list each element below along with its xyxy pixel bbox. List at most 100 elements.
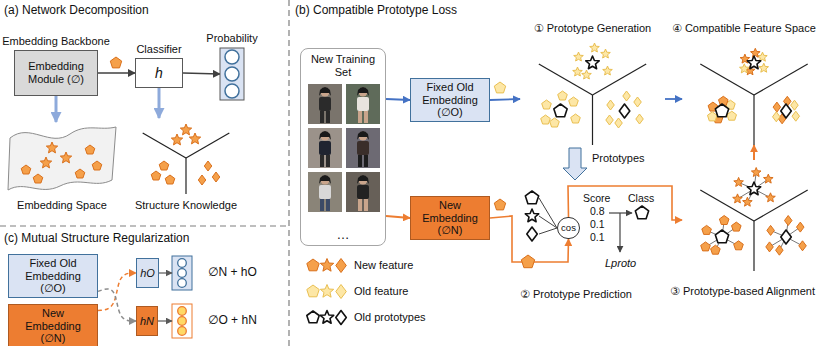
new-embedding-box: New Embedding (∅N) — [8, 304, 98, 346]
new-embedding-box: New Embedding (∅N) — [410, 196, 490, 240]
pentagon-symbol — [21, 165, 31, 174]
photo-leg — [358, 155, 362, 167]
pentagon-symbol — [307, 311, 319, 323]
photo-hair — [319, 87, 331, 96]
diamond-symbol — [615, 118, 623, 128]
probability-circle — [178, 317, 187, 326]
photo-torso — [357, 97, 369, 111]
score-value: 0.1 — [590, 218, 605, 231]
legend-label: Old prototypes — [354, 311, 426, 324]
node-heading: Classifier — [136, 43, 181, 56]
boundary-line — [700, 190, 754, 221]
photo-leg — [320, 199, 324, 211]
pentagon-symbol — [715, 230, 728, 243]
connector-arrow — [183, 73, 220, 74]
pentagon-symbol — [494, 199, 505, 210]
star-symbol — [743, 197, 753, 206]
pentagon-symbol — [554, 104, 567, 117]
photo-hair — [357, 175, 369, 184]
connector-arrow — [665, 98, 682, 100]
pentagon-symbol — [525, 191, 538, 204]
arrow-label: Prototypes — [592, 152, 645, 165]
diamond-symbol — [607, 100, 615, 110]
star-symbol — [180, 124, 191, 135]
star-symbol — [525, 209, 538, 222]
diamond-symbol — [198, 175, 206, 185]
node-caption: Structure Knowledge — [135, 199, 237, 212]
boundary-line — [753, 95, 754, 145]
probability-circle — [225, 50, 239, 64]
star-symbol — [734, 177, 744, 186]
node-heading: ④ Compatible Feature Space — [672, 22, 816, 35]
pentagon-symbol — [734, 241, 744, 250]
photo-background — [346, 84, 380, 124]
embedding-module-box: Embedding BackboneEmbedding Module (∅) — [14, 50, 98, 96]
star-symbol — [733, 194, 743, 203]
photo-background — [308, 84, 342, 124]
photo-leg — [358, 199, 362, 211]
step-label: ② Prototype Prediction — [520, 288, 632, 301]
probability-circle — [178, 327, 187, 336]
pentagon-symbol — [307, 285, 319, 297]
probability-column — [220, 48, 244, 100]
photo-background — [308, 172, 342, 212]
node-label: New Embedding (∅N) — [13, 307, 93, 345]
star-symbol — [320, 259, 333, 272]
probability-circle — [225, 67, 239, 81]
probability-output: Probability — [220, 48, 244, 100]
block-arrow — [563, 148, 587, 180]
diamond-symbol — [799, 241, 807, 251]
formula-label: ∅O + hN — [208, 313, 257, 327]
photo-leg — [364, 199, 368, 211]
node-label: hO — [140, 267, 155, 280]
connector-arrow — [98, 72, 135, 73]
diamond-symbol — [781, 230, 792, 244]
connector-arrow — [753, 145, 755, 160]
diamond-symbol — [527, 227, 538, 241]
connector-arrow — [568, 186, 682, 220]
photo-leg — [320, 111, 324, 123]
star-symbol — [751, 168, 761, 177]
similarity-line — [539, 228, 557, 234]
formula-label: ∅N + hO — [208, 265, 257, 279]
connector-arrow — [490, 216, 569, 262]
structure-knowledge-figure: Structure Knowledge — [132, 118, 240, 196]
diamond-symbol — [767, 225, 775, 235]
node-label: hN — [140, 315, 154, 328]
feature-space-plot: ① Prototype Generation — [520, 38, 665, 145]
photo-hair — [357, 87, 369, 96]
photo-leg — [364, 155, 368, 167]
pentagon-symbol — [569, 97, 579, 106]
legend-label: Old feature — [354, 285, 408, 298]
boundary-line — [593, 64, 647, 95]
pentagon-symbol — [110, 57, 121, 68]
training-set-panel: New Training Set… — [300, 48, 386, 246]
pentagon-symbol — [85, 145, 95, 154]
node-label: Embedding Module (∅) — [19, 60, 93, 85]
loss-arrow — [619, 213, 620, 252]
photo-torso — [319, 141, 331, 155]
output-arrow — [158, 320, 172, 321]
cosine-node: cos — [557, 217, 580, 239]
boundary-line — [592, 95, 593, 145]
photo-hair — [357, 131, 369, 140]
star-symbol — [574, 52, 584, 61]
pentagon-symbol — [711, 245, 721, 254]
boundary-line — [753, 221, 754, 271]
person-photo — [346, 84, 380, 124]
connector-arrow — [386, 216, 410, 218]
node-label: New Embedding (∅N) — [415, 199, 485, 237]
pentagon-symbol — [732, 222, 742, 231]
legend-swatch — [305, 282, 349, 300]
pentagon-symbol — [635, 206, 648, 219]
score-value: 0.1 — [590, 231, 605, 244]
photo-torso — [319, 97, 331, 111]
pentagon-symbol — [165, 175, 175, 184]
boundary-line — [700, 64, 754, 95]
star-symbol — [758, 52, 768, 61]
boundary-line — [754, 190, 808, 221]
star-symbol — [603, 66, 613, 75]
diamond-symbol — [791, 100, 799, 110]
score-value: 0.8 — [590, 205, 605, 218]
person-photo — [346, 172, 380, 212]
